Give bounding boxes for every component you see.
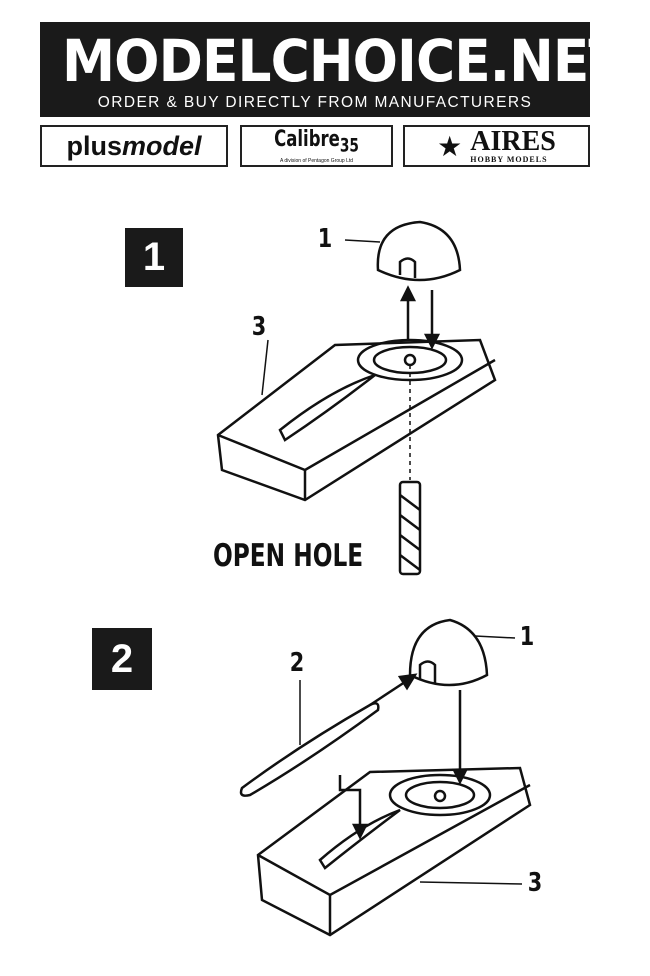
step1-part-label-spinner: 1 — [317, 224, 333, 254]
step1-arrows — [261, 239, 441, 480]
step-1-badge: 1 — [125, 228, 183, 287]
step2-part-label-base: 3 — [527, 868, 543, 898]
step1-base-block — [216, 338, 497, 502]
modelchoice-banner: MODELCHOICE.NET ORDER & BUY DIRECTLY FRO… — [40, 22, 625, 117]
logo-text: model — [122, 130, 202, 161]
logo-text: AIRES — [470, 125, 556, 157]
step2-rod — [239, 702, 380, 797]
logo-text: plus — [66, 130, 122, 161]
logo-subtext: A division of Pentagon Group Ltd — [279, 158, 354, 165]
step-2-badge: 2 — [92, 628, 152, 690]
logo-subtext: HOBBY MODELS — [470, 154, 548, 164]
step1-part-label-base: 3 — [251, 312, 267, 342]
logo-text: 35 — [339, 135, 359, 157]
step1-spinner — [376, 220, 462, 282]
step2-base-block — [256, 766, 532, 937]
logo-text: Calibre — [274, 126, 340, 152]
drill-bit-icon — [398, 480, 422, 576]
open-hole-label: OPEN HOLE — [213, 538, 364, 574]
star-icon: ★ — [437, 130, 463, 162]
banner-subtitle: ORDER & BUY DIRECTLY FROM MANUFACTURERS — [97, 94, 533, 111]
step2-part-label-rod: 2 — [289, 648, 305, 678]
step2-spinner — [408, 618, 489, 687]
step2-arrows — [299, 635, 523, 885]
banner-title: MODELCHOICE.NET — [62, 27, 625, 95]
step2-part-label-spinner: 1 — [519, 622, 535, 652]
